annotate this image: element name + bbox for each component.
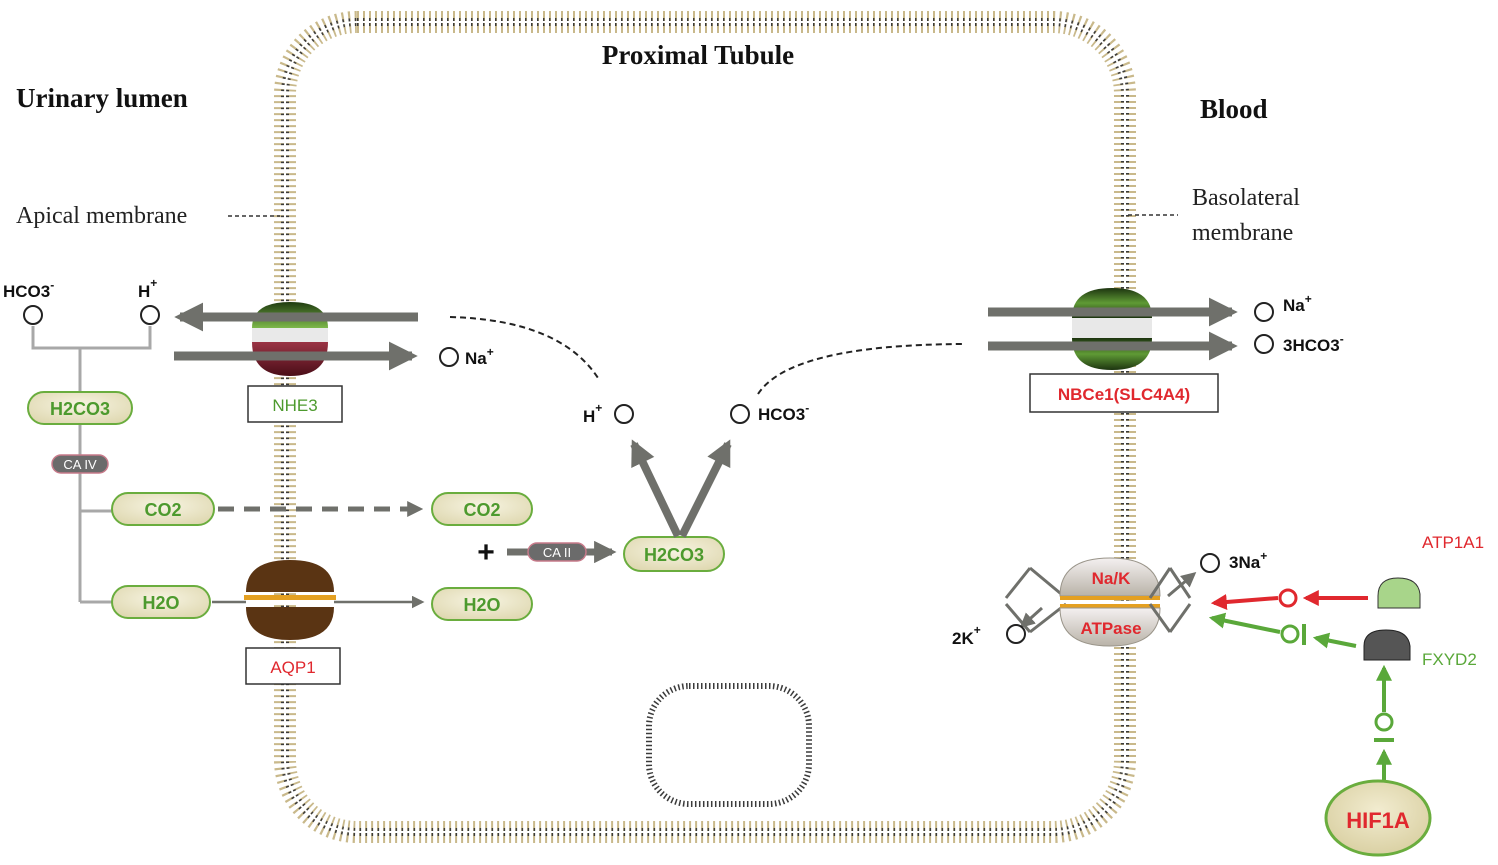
ca4-enzyme-badge: CA IV: [51, 454, 109, 474]
cell-hco3-label: HCO3-: [758, 401, 809, 424]
cell-h2o-pill: H2O: [431, 587, 533, 621]
hco3-to-nbce1-dashed-link: [757, 343, 963, 395]
blood-hco3-label: 3HCO3-: [1283, 332, 1344, 355]
h-dissociation-arrow: [630, 439, 682, 538]
hif1a-connector-circle: [1374, 712, 1394, 732]
nhe3-label: NHE3: [272, 396, 317, 415]
nhe3-na-circle: [439, 347, 459, 367]
fxyd2-subunit-icon: [1363, 629, 1411, 661]
nbce1-transporter: [1072, 288, 1152, 370]
nhe3-label-box: NHE3: [247, 385, 343, 423]
cell-h2co3-pill: H2CO3: [623, 536, 725, 572]
pump-k-circle: [1006, 624, 1026, 644]
nak-bottom-label: ATPase: [1080, 619, 1141, 638]
cell-h2co3-text: H2CO3: [644, 545, 704, 565]
atp1a1-label: ATP1A1: [1422, 533, 1484, 552]
basolateral-label-line1: Basolateral: [1192, 185, 1300, 211]
nbce1-label-box: NBCe1(SLC4A4): [1029, 373, 1219, 413]
lumen-h2o-pill: H2O: [111, 585, 211, 619]
lumen-co2-pill: CO2: [111, 492, 215, 526]
cell-co2-pill: CO2: [431, 492, 533, 526]
lumen-connector-lines: [31, 326, 152, 604]
cell-co2-text: CO2: [463, 500, 500, 520]
plus-sign: +: [477, 536, 495, 569]
hco3-dissociation-arrow: [678, 439, 732, 538]
pump-na-label: 3Na+: [1229, 549, 1267, 572]
atp1a1-connector-circle: [1278, 588, 1298, 608]
blood-hco3-circle: [1254, 334, 1274, 354]
apical-membrane-label: Apical membrane: [16, 203, 187, 229]
blood-na-label: Na+: [1283, 292, 1312, 315]
ca2-text: CA II: [543, 545, 571, 560]
ca2-enzyme-badge: CA II: [527, 542, 587, 562]
hif1a-label: HIF1A: [1346, 808, 1410, 833]
aqp1-channel: [244, 560, 336, 640]
pump-k-arrow: [1019, 606, 1044, 629]
lumen-h2co3-text: H2CO3: [50, 399, 110, 419]
lumen-label: Urinary lumen: [16, 83, 188, 113]
cell-h-label: H+: [583, 401, 602, 426]
pump-na-circle: [1200, 553, 1220, 573]
atp1a1-to-pump-arrow: [1210, 594, 1279, 610]
lumen-h-label: H+: [138, 276, 157, 301]
diagram-title: Proximal Tubule: [602, 40, 794, 70]
lumen-h2o-text: H2O: [142, 593, 179, 613]
nak-top-label: Na/K: [1092, 569, 1131, 588]
atp1a1-subunit-icon: [1377, 577, 1421, 609]
pump-k-label: 2K+: [952, 623, 981, 648]
cell-h-circle: [614, 404, 634, 424]
lumen-h2co3-pill: H2CO3: [27, 391, 133, 425]
lumen-co2-text: CO2: [144, 500, 181, 520]
fxyd2-connector-circle: [1280, 624, 1300, 644]
hif1a-node: HIF1A: [1324, 779, 1432, 857]
nak-atpase-pump: Na/K ATPase: [1004, 557, 1192, 647]
basolateral-label-line2: membrane: [1192, 220, 1293, 246]
lumen-h-circle: [140, 305, 160, 325]
nbce1-label: NBCe1(SLC4A4): [1058, 385, 1190, 404]
pump-na-arrow: [1167, 572, 1197, 598]
aqp1-label: AQP1: [270, 658, 315, 677]
cell-membrane: [274, 11, 1136, 843]
cell-hco3-circle: [730, 404, 750, 424]
ca4-text: CA IV: [63, 457, 97, 472]
blood-label: Blood: [1200, 94, 1268, 124]
cell-h2o-text: H2O: [463, 595, 500, 615]
fxyd2-arrow-segment: [1312, 632, 1357, 649]
h-to-nhe3-dashed-link: [449, 316, 599, 379]
fxyd2-label: FXYD2: [1422, 650, 1477, 669]
fxyd2-to-pump-arrow: [1208, 612, 1281, 634]
lumen-hco3-circle: [23, 305, 43, 325]
aqp1-label-box: AQP1: [245, 647, 341, 685]
nhe3-na-label: Na+: [465, 345, 494, 368]
lumen-hco3-label: HCO3-: [3, 278, 54, 301]
blood-na-circle: [1254, 302, 1274, 322]
nucleus: [646, 683, 812, 807]
